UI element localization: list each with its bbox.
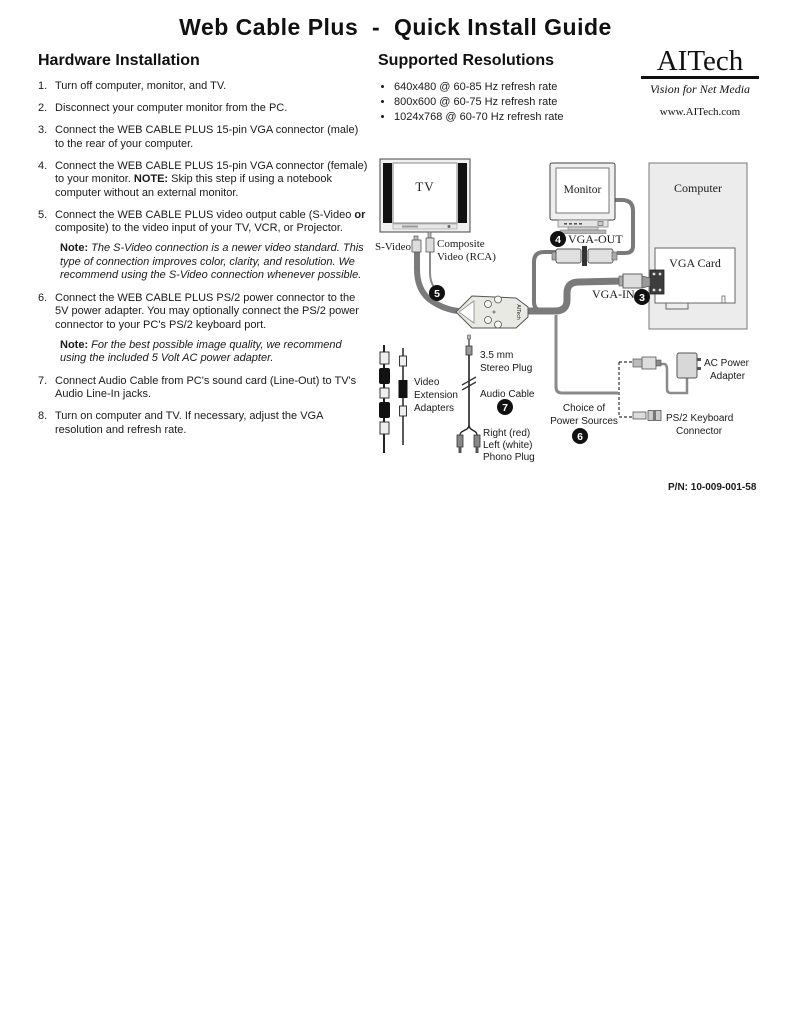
aitech-logo: AITech Vision for Net Media www.AITech.c… <box>641 46 759 118</box>
step-text: Disconnect your computer monitor from th… <box>55 102 288 114</box>
step-text: Turn off computer, monitor, and TV. <box>55 80 227 92</box>
supported-resolutions-section: Supported Resolutions 640x480 @ 60-85 Hz… <box>378 52 630 125</box>
step-note: Note: The S-Video connection is a newer … <box>60 242 364 281</box>
step-number: 5. <box>38 208 48 221</box>
step-number: 4. <box>38 159 48 172</box>
hardware-step-8: 8. Turn on computer and TV. If necessary,… <box>38 410 370 437</box>
choice-label-line2: Power Sources <box>550 416 618 427</box>
vga-out-connectors <box>551 246 618 266</box>
hardware-steps: 1. Turn off computer, monitor, and TV. 2. D… <box>38 80 370 437</box>
step-note: Note: For the best possible image qualit… <box>60 338 342 365</box>
choice-label-line1: Choice of <box>563 403 605 414</box>
part-number: P/N: 10-009-001-58 <box>668 482 757 493</box>
svg-text:5: 5 <box>434 288 440 300</box>
step-text: Connect the WEB CABLE PLUS 15-pin VGA co… <box>55 124 359 150</box>
note-label: Note: <box>60 338 89 351</box>
audio-cable-label: Audio Cable <box>480 389 535 400</box>
hardware-step-4: 4. Connect the WEB CABLE PLUS 15-pin VGA … <box>38 160 370 201</box>
connection-diagram: TV S-Video Composite Video (RCA) AITech <box>375 158 757 493</box>
hardware-step-5: 5. Connect the WEB CABLE PLUS video outpu… <box>38 209 370 236</box>
hardware-step-3: 3. Connect the WEB CABLE PLUS 15-pin VGA … <box>38 124 370 151</box>
resolution-list: 640x480 @ 60-85 Hz refresh rate800x600 @… <box>378 80 630 125</box>
resolution-item: 800x600 @ 60-75 Hz refresh rate <box>394 95 630 110</box>
ps2-label-line1: PS/2 Keyboard <box>666 413 733 424</box>
stereo-plug-label-line1: 3.5 mm <box>480 350 513 361</box>
phono-label-line3: Phono Plug <box>483 452 535 463</box>
step-text: Turn on computer and TV. If necessary, a… <box>55 410 323 436</box>
hardware-step-7: 7. Connect Audio Cable from PC's sound ca… <box>38 375 370 402</box>
video-ext-label-line1: Video <box>414 377 440 388</box>
video-ext-label-line2: Extension <box>414 390 458 401</box>
resolution-item: 1024x768 @ 60-70 Hz refresh rate <box>394 110 630 125</box>
power-sources: Choice of Power Sources 6 AC Power Adapt… <box>550 352 750 444</box>
tv-illustration: TV <box>379 158 471 233</box>
resolutions-heading: Supported Resolutions <box>378 52 554 69</box>
computer-illustration: Computer VGA Card <box>618 162 748 330</box>
step-text: Connect the WEB CABLE PLUS PS/2 power co… <box>55 291 359 331</box>
vga-in-label: VGA-IN <box>592 287 635 301</box>
vga-out-label: VGA-OUT <box>568 232 623 246</box>
step4-badge: 4 <box>555 234 561 246</box>
step3-badge: 3 <box>639 292 645 304</box>
composite-label-line1: Composite <box>437 238 485 250</box>
vga-out-callout: 4 VGA-OUT <box>550 231 623 247</box>
hardware-step-1: 1. Turn off computer, monitor, and TV. <box>38 80 370 94</box>
step6-badge: 6 <box>577 431 583 443</box>
stereo-plug-label-line2: Stereo Plug <box>480 363 532 374</box>
logo-url: www.AITech.com <box>659 106 741 118</box>
step-number: 3. <box>38 124 48 136</box>
ac-adapter-label-line2: Adapter <box>710 371 746 382</box>
audio-cable-illustration: 3.5 mm Stereo Plug Audio Cable 7 Right (… <box>456 334 535 463</box>
hardware-step-2: 2. Disconnect your computer monitor from … <box>38 102 370 116</box>
cables <box>414 198 689 418</box>
logo-wordmark: AITech <box>641 46 759 79</box>
step5-badge: 5 <box>429 285 445 301</box>
step7-badge: 7 <box>502 402 508 414</box>
video-output-plugs: S-Video Composite Video (RCA) <box>375 231 496 263</box>
step-text: Connect the WEB CABLE PLUS video output … <box>55 208 366 235</box>
step-number: 6. <box>38 291 48 304</box>
step-text: Connect the WEB CABLE PLUS 15-pin VGA co… <box>55 159 368 199</box>
vga-card-label: VGA Card <box>669 256 721 270</box>
video-extension-adapters: Video Extension Adapters <box>379 345 458 453</box>
s-video-label: S-Video <box>375 241 412 253</box>
hardware-step-6: 6. Connect the WEB CABLE PLUS PS/2 power … <box>38 292 370 333</box>
monitor-label: Monitor <box>564 184 602 196</box>
composite-label-line2: Video (RCA) <box>437 251 496 263</box>
step-number: 1. <box>38 80 48 92</box>
step-number: 8. <box>38 410 48 422</box>
phono-label-line1: Right (red) <box>483 428 530 439</box>
monitor-illustration: Monitor <box>549 162 616 234</box>
tv-label: TV <box>415 179 434 194</box>
logo-tagline: Vision for Net Media <box>649 82 751 96</box>
step-number: 7. <box>38 374 48 387</box>
hardware-installation-section: Hardware Installation 1. Turn off compute… <box>38 52 370 446</box>
vga-in-callout: VGA-IN 3 <box>592 287 650 305</box>
ac-adapter-label-line1: AC Power <box>704 358 750 369</box>
step-number: 2. <box>38 102 48 114</box>
device-brand-label: AITech <box>515 304 521 320</box>
hardware-heading: Hardware Installation <box>38 52 200 69</box>
resolution-item: 640x480 @ 60-85 Hz refresh rate <box>394 80 630 95</box>
web-cable-plus-device: AITech <box>455 295 529 329</box>
video-ext-label-line3: Adapters <box>414 403 454 414</box>
phono-label-line2: Left (white) <box>483 440 532 451</box>
ps2-label-line2: Connector <box>676 426 723 437</box>
page-title: Web Cable Plus - Quick Install Guide <box>179 14 612 40</box>
step-text: Connect Audio Cable from PC's sound card… <box>55 374 357 401</box>
computer-label: Computer <box>674 181 722 195</box>
note-label: Note: <box>60 242 89 254</box>
